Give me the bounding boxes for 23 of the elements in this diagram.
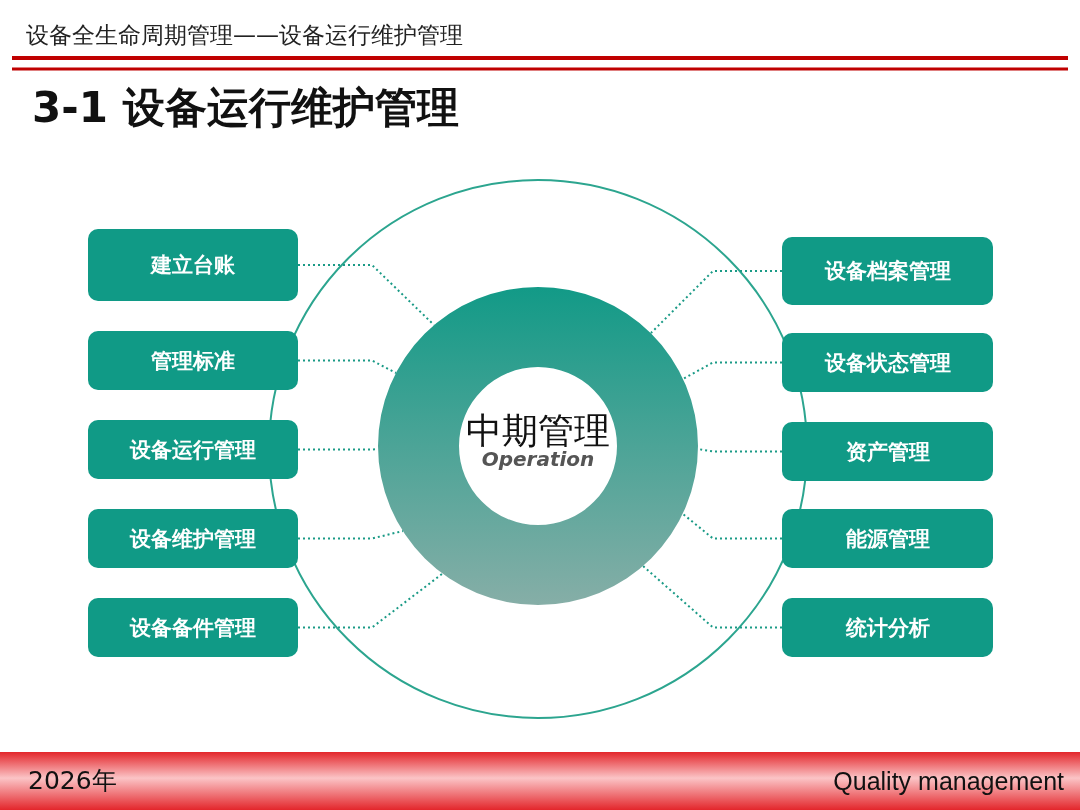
process-box: 设备维护管理 (88, 509, 298, 568)
process-box: 资产管理 (782, 422, 993, 481)
process-box: 统计分析 (782, 598, 993, 657)
connector-line (297, 264, 435, 326)
footer-year: 2026年 (28, 765, 117, 797)
connector-line (682, 361, 783, 380)
slide-title: 3-1 设备运行维护管理 (32, 82, 459, 134)
connector-line (697, 448, 783, 453)
connector-line (297, 573, 443, 629)
process-box: 建立台账 (88, 229, 298, 301)
process-box: 设备运行管理 (88, 420, 298, 479)
connector-line (297, 359, 397, 374)
header-text: 设备全生命周期管理——设备运行维护管理 (26, 21, 463, 50)
process-box: 设备状态管理 (782, 333, 993, 392)
process-box: 设备备件管理 (88, 598, 298, 657)
connector-line (297, 530, 404, 540)
process-box: 设备档案管理 (782, 237, 993, 305)
connector-line (682, 513, 783, 540)
footer-text: Quality management (833, 766, 1064, 797)
connector-line (650, 270, 783, 334)
process-box: 能源管理 (782, 509, 993, 568)
connector-line (642, 565, 783, 629)
process-box: 管理标准 (88, 331, 298, 390)
